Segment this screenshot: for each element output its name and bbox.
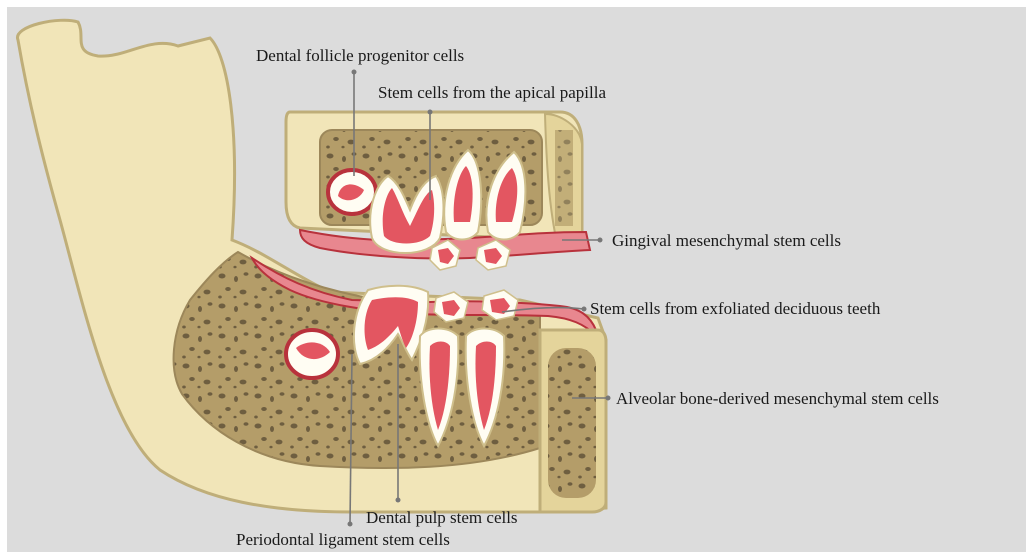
label-gingival-mesenchymal-stem-cells: Gingival mesenchymal stem cells [612, 232, 841, 249]
lower-cross-section-pores [548, 348, 596, 498]
dot-alveolar [606, 396, 611, 401]
label-stem-cells-apical-papilla: Stem cells from the apical papilla [378, 84, 606, 101]
label-periodontal-ligament-stem-cells: Periodontal ligament stem cells [236, 531, 450, 548]
label-stem-cells-exfoliated-deciduous-teeth: Stem cells from exfoliated deciduous tee… [590, 300, 880, 317]
dot-gingival [598, 238, 603, 243]
dot-apical-papilla [428, 110, 433, 115]
label-dental-follicle-progenitor-cells: Dental follicle progenitor cells [256, 47, 464, 64]
dot-dental-follicle [352, 70, 357, 75]
dot-periodontal [348, 522, 353, 527]
dot-dental-pulp [396, 498, 401, 503]
label-dental-pulp-stem-cells: Dental pulp stem cells [366, 509, 518, 526]
dot-exfoliated [582, 307, 587, 312]
maxilla-side-pores [555, 130, 573, 226]
label-alveolar-bone-derived-stem-cells: Alveolar bone-derived mesenchymal stem c… [616, 390, 939, 407]
